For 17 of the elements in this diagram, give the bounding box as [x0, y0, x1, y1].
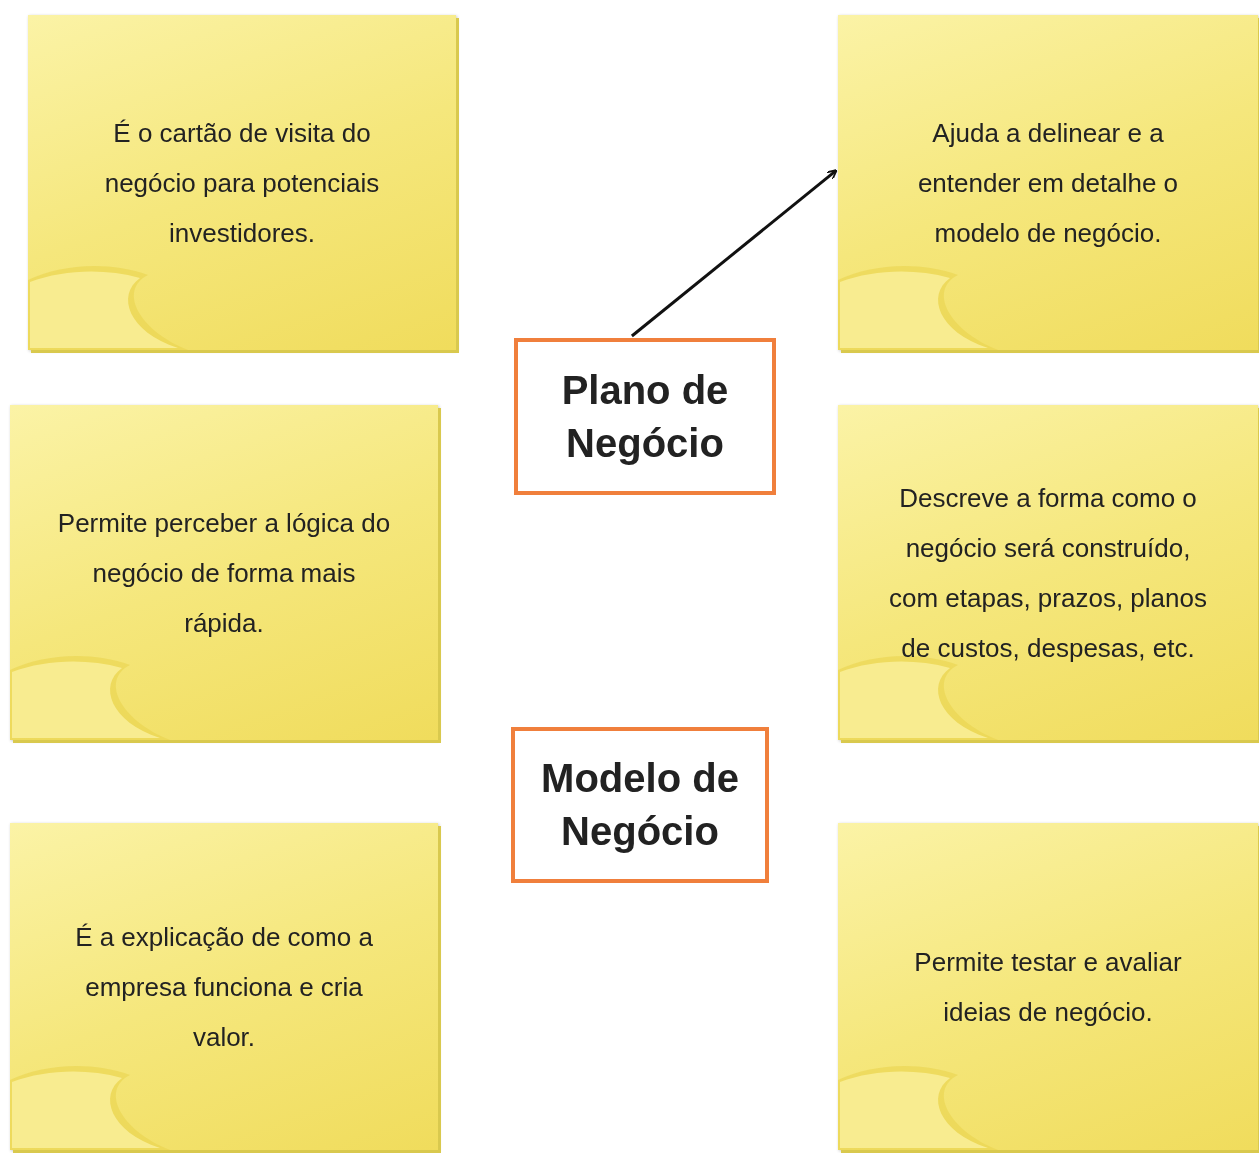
sticky-note [10, 405, 438, 740]
sticky-note [10, 823, 438, 1150]
title-text: Modelo de Negócio [540, 755, 740, 855]
sticky-note [838, 823, 1258, 1150]
note-text: Permite testar e avaliar ideias de negócio. [913, 945, 1183, 1029]
note-text: É o cartão de visita do negócio para potenciais investidores. [103, 116, 381, 250]
sticky-note [838, 15, 1258, 350]
sticky-note [28, 15, 456, 350]
title-box [514, 338, 776, 495]
title-box [511, 727, 769, 883]
note-text: Ajuda a delinear e a entender em detalhe o modelo de negócio. [916, 116, 1180, 250]
arrow [630, 169, 838, 338]
note-text: Permite perceber a lógica do negócio de forma mais rápida. [56, 506, 392, 640]
note-text: É a explicação de como a empresa funciona e cria valor. [74, 920, 374, 1054]
note-text: Descreve a forma como o negócio será construído, com etapas, prazos, planos de custos, despesas, etc. [888, 481, 1208, 665]
title-text: Plano de Negócio [560, 366, 730, 467]
sticky-note [838, 405, 1258, 740]
